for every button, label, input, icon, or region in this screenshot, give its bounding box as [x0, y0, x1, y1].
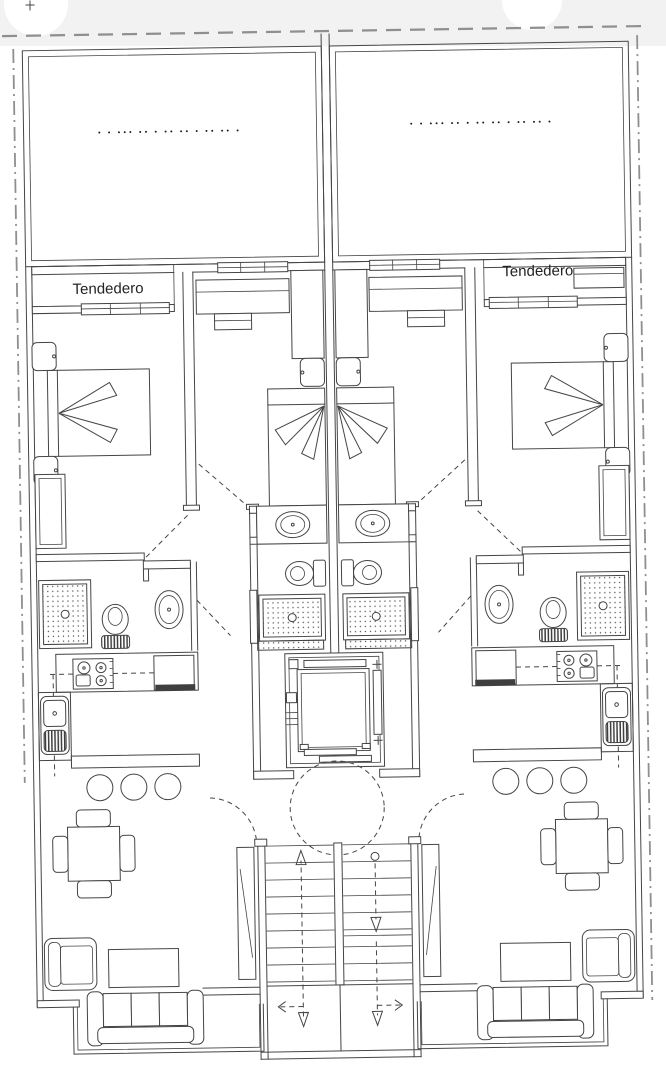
vanity-counter — [248, 504, 328, 545]
kitchen-sink — [40, 695, 70, 756]
dining-chair — [52, 835, 69, 873]
washbasin — [275, 511, 311, 539]
bathroom-apartment — [38, 559, 199, 651]
turning-circle — [289, 760, 385, 856]
entry-wall — [202, 986, 261, 996]
wardrobe — [195, 269, 325, 360]
window-bay — [72, 1003, 265, 1055]
window — [217, 261, 289, 274]
wardrobe — [34, 473, 67, 550]
fridge — [153, 654, 196, 691]
apartment-left — [21, 45, 328, 1060]
tendedero-label-left: Tendedero — [72, 280, 143, 298]
corner-mark — [25, 0, 35, 11]
armchair — [43, 937, 98, 991]
dining-chair — [76, 880, 113, 899]
window — [80, 302, 170, 316]
bathroom-center — [248, 504, 328, 780]
toilet — [101, 603, 131, 650]
nightstand — [299, 357, 326, 387]
page-shading — [0, 0, 666, 46]
tv-unit — [236, 846, 257, 981]
washbasin — [154, 590, 184, 630]
staircase — [260, 842, 422, 1060]
elevator-door — [318, 754, 372, 763]
handrail — [333, 842, 345, 986]
bar-counter — [70, 753, 201, 769]
apartment-right — [328, 40, 645, 1059]
dining-table — [52, 809, 136, 899]
sofa — [86, 989, 205, 1047]
elevator-door — [303, 748, 357, 756]
party-wall — [320, 33, 340, 654]
elevator — [284, 651, 386, 769]
terrace — [21, 45, 326, 268]
single-bed — [267, 387, 327, 507]
toilet — [285, 559, 327, 587]
shower-tray — [249, 589, 327, 651]
dining-chair — [119, 834, 136, 872]
bar-stools — [86, 773, 182, 802]
coffee-table — [107, 947, 180, 989]
stove — [72, 657, 114, 690]
bedroom-outer — [31, 341, 152, 550]
door-swings — [142, 463, 258, 846]
double-bed — [46, 368, 152, 457]
closet-shelf-right-bedroom — [573, 266, 625, 289]
dining-chair — [75, 809, 111, 828]
living-room — [43, 809, 265, 1055]
terrace-note-left: • • ••• •• • •• •• • •• •• • — [98, 128, 242, 136]
shower-tray — [38, 579, 93, 650]
guide-rail — [372, 669, 383, 735]
stair-direction-arrows — [277, 849, 404, 1029]
stairwell-wall — [254, 838, 269, 1060]
terrace-note-right: • • ••• •• • •• •• • •• •• • — [409, 119, 553, 127]
tendedero-label-right: Tendedero — [502, 262, 573, 280]
bedroom-center — [195, 269, 327, 507]
tendedero-strip — [31, 264, 175, 316]
property-boundary — [2, 24, 654, 1001]
kitchen — [37, 651, 201, 802]
